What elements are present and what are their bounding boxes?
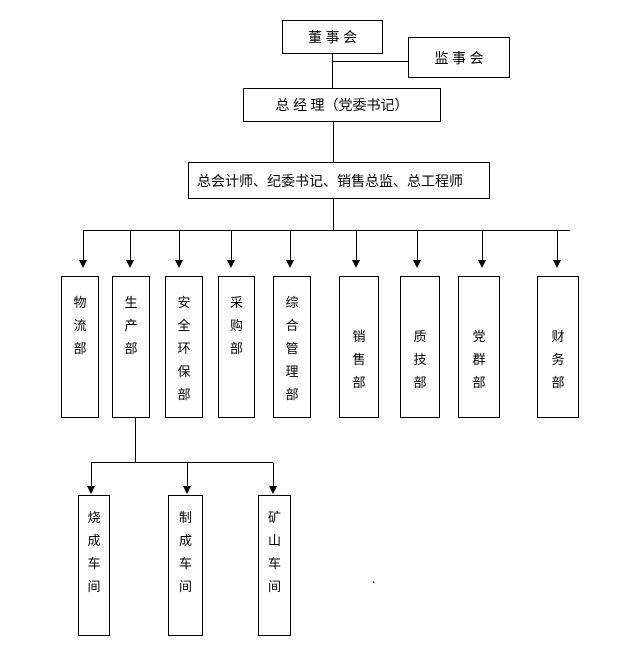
org-box-supervisory-label: 监 事 会	[434, 51, 484, 67]
connector-gm-to-executives	[333, 122, 334, 162]
dept-box-safety-environment-label: 安全环保部	[177, 295, 191, 402]
arrow-to-sales	[356, 231, 357, 261]
arrow-to-production	[130, 231, 131, 261]
arrowhead-to-sintering-workshop	[87, 486, 95, 494]
dept-box-procurement: 采购部	[218, 276, 255, 418]
connector-board-to-gm	[332, 54, 333, 88]
dept-box-sales-label: 销售部	[352, 329, 366, 390]
org-box-general-manager: 总 经 理（党委书记）	[243, 88, 441, 122]
stray-dot: .	[372, 572, 376, 587]
connector-board-to-supervisory	[332, 61, 409, 62]
arrow-to-procurement	[231, 231, 232, 261]
dept-box-general-management-label: 综合管理部	[285, 295, 299, 402]
arrowhead-to-safety-environment	[175, 260, 183, 268]
workshop-box-mining-label: 矿山车间	[267, 510, 281, 594]
org-box-supervisory: 监 事 会	[408, 37, 510, 78]
dept-box-quality-tech: 质技部	[400, 276, 440, 418]
dept-box-production-label: 生产部	[124, 295, 138, 356]
workshop-box-finishing-label: 制成车间	[178, 510, 192, 594]
workshop-box-sintering: 烧成车间	[78, 495, 110, 636]
arrowhead-to-logistics	[79, 260, 87, 268]
dept-box-quality-tech-label: 质技部	[413, 329, 427, 390]
arrowhead-to-general-management	[286, 260, 294, 268]
arrow-to-sintering-workshop	[91, 463, 92, 487]
dept-box-finance: 财务部	[537, 276, 579, 418]
arrowhead-to-finance	[553, 260, 561, 268]
org-box-executives-label: 总会计师、纪委书记、销售总监、总工程师	[197, 174, 463, 190]
arrow-to-general-management	[290, 231, 291, 261]
arrow-to-logistics	[83, 231, 84, 261]
dept-box-logistics: 物流部	[61, 276, 99, 418]
arrowhead-to-party-mass	[478, 260, 486, 268]
arrowhead-to-mining-workshop	[269, 486, 277, 494]
workshop-box-mining: 矿山车间	[258, 495, 291, 636]
dept-box-logistics-label: 物流部	[73, 295, 87, 356]
org-box-general-manager-label: 总 经 理（党委书记）	[275, 99, 409, 114]
arrow-to-safety-environment	[179, 231, 180, 261]
connector-production-to-rail	[135, 418, 136, 462]
arrow-to-quality-tech	[417, 231, 418, 261]
workshop-rail-line	[91, 462, 273, 463]
dept-box-sales: 销售部	[339, 276, 379, 418]
dept-box-safety-environment: 安全环保部	[165, 276, 203, 418]
arrowhead-to-procurement	[227, 260, 235, 268]
department-rail-line	[83, 230, 570, 231]
arrowhead-to-sales	[352, 260, 360, 268]
arrowhead-to-finishing-workshop	[183, 486, 191, 494]
dept-box-party-mass-label: 党群部	[472, 329, 486, 390]
workshop-box-finishing: 制成车间	[168, 495, 203, 636]
org-box-board: 董 事 会	[282, 20, 383, 54]
arrow-to-finance	[557, 231, 558, 261]
dept-box-general-management: 综合管理部	[273, 276, 311, 418]
arrowhead-to-quality-tech	[413, 260, 421, 268]
arrow-to-finishing-workshop	[187, 463, 188, 487]
workshop-box-sintering-label: 烧成车间	[87, 510, 101, 594]
dept-box-finance-label: 财务部	[551, 329, 565, 390]
dept-box-production: 生产部	[112, 276, 150, 418]
arrow-to-party-mass	[482, 231, 483, 261]
org-box-board-label: 董 事 会	[308, 31, 357, 46]
connector-executives-to-rail	[333, 199, 334, 230]
arrow-to-mining-workshop	[273, 463, 274, 487]
org-box-executives: 总会计师、纪委书记、销售总监、总工程师	[188, 162, 490, 199]
arrowhead-to-production	[126, 260, 134, 268]
dept-box-procurement-label: 采购部	[229, 295, 243, 356]
dept-box-party-mass: 党群部	[458, 276, 500, 418]
